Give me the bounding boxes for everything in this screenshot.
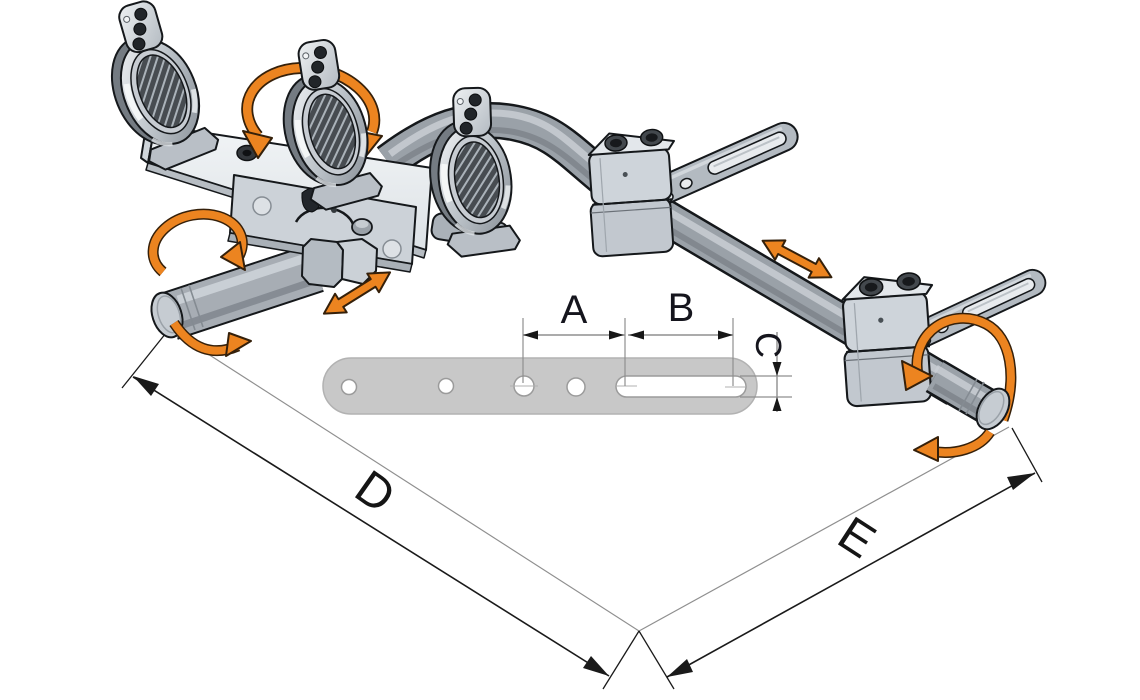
tube-clamp-1: [584, 127, 683, 258]
plate-hole: [437, 377, 455, 395]
left-rod: [150, 244, 324, 340]
dimension-b-label: B: [668, 286, 695, 330]
dimension-b: B: [628, 286, 734, 386]
dimension-c: C: [740, 332, 792, 412]
dimension-a: A: [522, 288, 626, 386]
rotation-arrow-icon: [147, 208, 248, 277]
rotation-arrow-icon: [901, 312, 1017, 422]
tube-end-cap: [975, 387, 1011, 431]
dimension-a-label: A: [561, 288, 588, 332]
plate-hole: [340, 378, 358, 396]
rotation-arrow-icon: [169, 319, 252, 357]
plate-slot: [615, 375, 747, 398]
tube-end: [925, 360, 1011, 431]
plate-hole: [566, 377, 586, 397]
block-boss: [301, 238, 344, 288]
ring-clamp-1: [84, 0, 221, 177]
dimension-e: E: [638, 426, 1043, 690]
plate-inset: [322, 357, 758, 415]
rotation-arrow-icon: [913, 428, 995, 462]
dimension-c-label: C: [748, 332, 789, 358]
bent-tube: [376, 102, 966, 405]
dimension-e-label: E: [829, 507, 885, 569]
plate-body: [322, 357, 758, 415]
dimension-d-label: D: [345, 461, 404, 524]
